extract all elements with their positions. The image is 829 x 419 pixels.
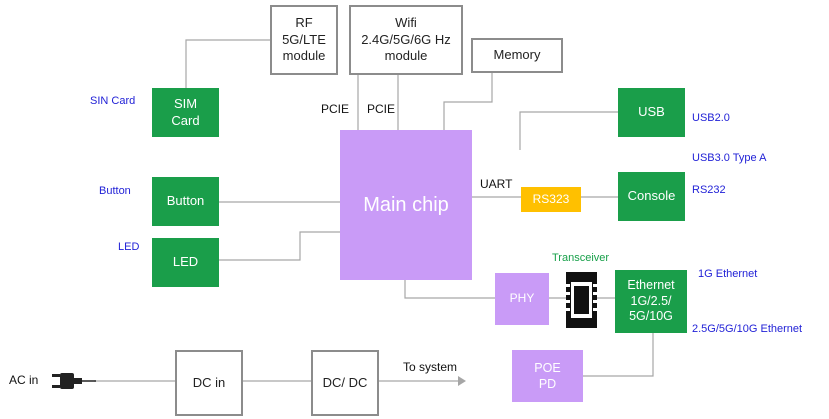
memory-label: Memory	[493, 47, 541, 63]
pcie-left-label: PCIE	[321, 102, 350, 116]
uart-label: UART	[480, 177, 513, 191]
ethernet-line1: Ethernet	[627, 278, 675, 293]
rs232-label: RS232	[692, 184, 726, 196]
ethernet-1g-label: 1G Ethernet	[698, 268, 758, 280]
console-block: Console	[618, 172, 685, 221]
dc-in-block: DC in	[175, 350, 243, 416]
sim-card-block: SIM Card	[152, 88, 219, 137]
usb2-label: USB2.0	[692, 112, 730, 124]
rs323-label: RS323	[532, 191, 570, 206]
arrow-right-icon	[458, 376, 466, 386]
sim-line1: SIM	[173, 95, 198, 111]
poe-line2: PD	[538, 377, 557, 391]
power-plug-icon	[52, 373, 96, 389]
poe-line1: POE	[534, 360, 561, 375]
led-block: LED	[152, 238, 219, 287]
to-system-label: To system	[403, 360, 458, 374]
ethernet-line2: 1G/2.5/	[630, 293, 672, 308]
sim-line2: Card	[171, 112, 200, 128]
phy-block: PHY	[495, 273, 549, 325]
rf-module-block: RF 5G/LTE module	[270, 5, 338, 75]
usb-block: USB	[618, 88, 685, 137]
wifi-module-block: Wifi 2.4G/5G/6G Hz module	[349, 5, 463, 75]
led-label: LED	[118, 241, 140, 253]
memory-block: Memory	[471, 38, 563, 73]
rf-line3: module	[282, 48, 326, 64]
dc-dc-block: DC/ DC	[311, 350, 379, 416]
ac-in-label: AC in	[9, 373, 39, 387]
button-block: Button	[152, 177, 219, 226]
dc-dc-label: DC/ DC	[322, 374, 368, 390]
console-block-label: Console	[627, 188, 676, 204]
main-chip-label: Main chip	[363, 194, 449, 216]
ethernet-multi-label: 2.5G/5G/10G Ethernet	[692, 323, 803, 335]
ethernet-block: Ethernet 1G/2.5/ 5G/10G	[615, 270, 687, 333]
ethernet-line3: 5G/10G	[629, 309, 673, 324]
pcie-right-label: PCIE	[367, 102, 396, 116]
rs323-block: RS323	[521, 187, 581, 212]
rf-line1: RF	[295, 14, 313, 30]
sin-card-label: SIN Card	[90, 95, 136, 107]
wifi-line1: Wifi	[395, 14, 417, 30]
button-label: Button	[99, 185, 131, 197]
main-chip-block: Main chip	[340, 130, 472, 280]
phy-label: PHY	[509, 291, 535, 306]
dc-in-label: DC in	[192, 374, 226, 390]
transceiver-chip-icon	[566, 272, 597, 328]
wifi-line3: module	[384, 48, 428, 64]
poe-pd-block: POE PD	[512, 350, 583, 402]
led-block-label: LED	[172, 254, 199, 270]
rf-line2: 5G/LTE	[282, 31, 326, 47]
button-block-label: Button	[166, 193, 205, 209]
wifi-line2: 2.4G/5G/6G Hz	[361, 31, 451, 47]
usb-block-label: USB	[638, 104, 665, 120]
usb3-label: USB3.0 Type A	[692, 152, 767, 164]
transceiver-label: Transceiver	[552, 252, 610, 264]
